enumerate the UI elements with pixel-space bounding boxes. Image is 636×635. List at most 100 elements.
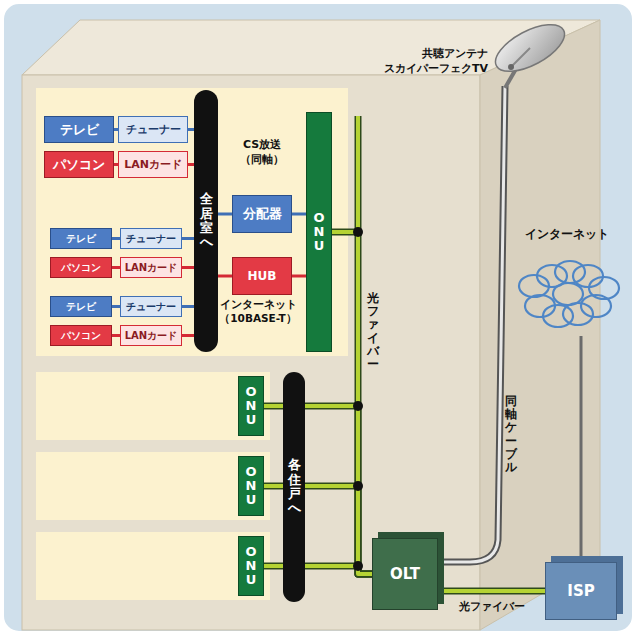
onu-box: ONU [238, 456, 264, 516]
node-text: OLT [390, 565, 420, 583]
label-text: 共聴アンテナ スカイパーフェクTV [384, 47, 488, 75]
connector-stroke [112, 237, 120, 240]
connector-stroke [264, 406, 372, 574]
node-text: ISP [567, 582, 594, 600]
tv-box: テレビ [50, 296, 112, 317]
background-panel [3, 3, 633, 632]
coax-cable-core [440, 86, 505, 562]
label-text: CS放送 （同軸） [240, 138, 284, 166]
internet-cloud: インターネット [512, 226, 622, 336]
connector [292, 214, 306, 215]
node-text: 分配器 [243, 205, 282, 223]
cloud-loop [555, 261, 585, 283]
connector-stroke [218, 275, 232, 278]
edge-label: 光ファイバー [459, 599, 525, 614]
connector-stroke [182, 237, 194, 240]
connector-stroke [218, 213, 232, 216]
node-text: ONU [245, 465, 258, 508]
hub-box: HUB [232, 257, 292, 295]
node-text: LANカード [125, 329, 177, 343]
onu-box: ONU [238, 376, 264, 436]
connector-stroke [264, 486, 372, 574]
node-text: 全居室へ [200, 192, 213, 249]
node-text: テレビ [66, 300, 96, 314]
floor [36, 372, 270, 440]
connector [182, 238, 194, 239]
connector [112, 267, 120, 268]
connector-stroke [438, 589, 545, 593]
coax-cable [440, 86, 505, 562]
label-text: インターネット （10BASE-T） [219, 298, 296, 324]
connector [292, 276, 306, 277]
tv-box: テレビ [44, 116, 114, 143]
onu-box: ONU [238, 536, 264, 596]
connector-stroke [182, 266, 194, 269]
broadcast-label: CS放送 （同軸） [222, 137, 302, 167]
antenna-arm [512, 48, 530, 66]
node-text: パソコン [53, 156, 105, 174]
connector-stroke [112, 334, 120, 337]
isp-box: ISP [545, 562, 617, 620]
pc-box: パソコン [50, 257, 112, 278]
connector [112, 238, 120, 239]
connector [182, 306, 194, 307]
tv-box: テレビ [50, 228, 112, 249]
junction-dot [353, 227, 363, 237]
cloud-loop [525, 295, 555, 317]
connector [112, 335, 120, 336]
connector [264, 486, 372, 574]
connector-stroke [438, 588, 545, 595]
connector [581, 336, 582, 562]
node-text: LANカード [124, 157, 182, 172]
connector [218, 214, 232, 215]
node-text: チューナー [126, 122, 181, 137]
connector-stroke [182, 334, 194, 337]
edge-label-text: 光ファイバー [459, 600, 525, 613]
node-text: テレビ [66, 232, 96, 246]
junction-dot [353, 481, 363, 491]
node-text: チューナー [126, 300, 176, 314]
room-bus-bar: 全居室へ [194, 90, 218, 352]
label-text: 光ファイバー [367, 292, 379, 371]
connector-stroke [112, 305, 120, 308]
splitter-box: 分配器 [232, 195, 292, 233]
pc-box: パソコン [44, 151, 114, 178]
junction-dot [353, 401, 363, 411]
lan-card-box: LANカード [118, 151, 188, 178]
connector [264, 406, 372, 574]
node-text: インターネット [525, 226, 609, 243]
olt-box: OLT [372, 538, 438, 610]
lan-card-box: LANカード [120, 257, 182, 278]
top-floor [36, 88, 348, 356]
node-text: テレビ [60, 121, 99, 139]
connector-stroke [264, 406, 372, 574]
pc-box: パソコン [50, 325, 112, 346]
node-text: 各住戸へ [288, 458, 301, 515]
connector-stroke [292, 213, 306, 216]
connector [182, 335, 194, 336]
connector [218, 276, 232, 277]
cloud-shape [512, 226, 622, 336]
onu-box: ONU [306, 112, 332, 352]
node-text: ONU [245, 385, 258, 428]
node-text: ONU [313, 211, 326, 254]
cloud-loop [581, 295, 611, 317]
node-text: パソコン [61, 329, 101, 343]
building-front [22, 75, 480, 630]
lan-card-box: LANカード [120, 325, 182, 346]
node-text: LANカード [125, 261, 177, 275]
tuner-box: チューナー [120, 296, 182, 317]
connector [438, 591, 545, 592]
antenna-lnb [508, 64, 514, 70]
node-text: HUB [248, 269, 277, 283]
connector-stroke [292, 275, 306, 278]
fiber-trunk-core [356, 116, 360, 236]
connector [112, 306, 120, 307]
antenna-dish [488, 15, 571, 81]
fiber-trunk [355, 116, 362, 236]
connector-stroke [182, 305, 194, 308]
node-text: ONU [245, 545, 258, 588]
floor [36, 452, 270, 520]
unit-bus-bar: 各住戸へ [283, 372, 305, 602]
tuner-box: チューナー [120, 228, 182, 249]
